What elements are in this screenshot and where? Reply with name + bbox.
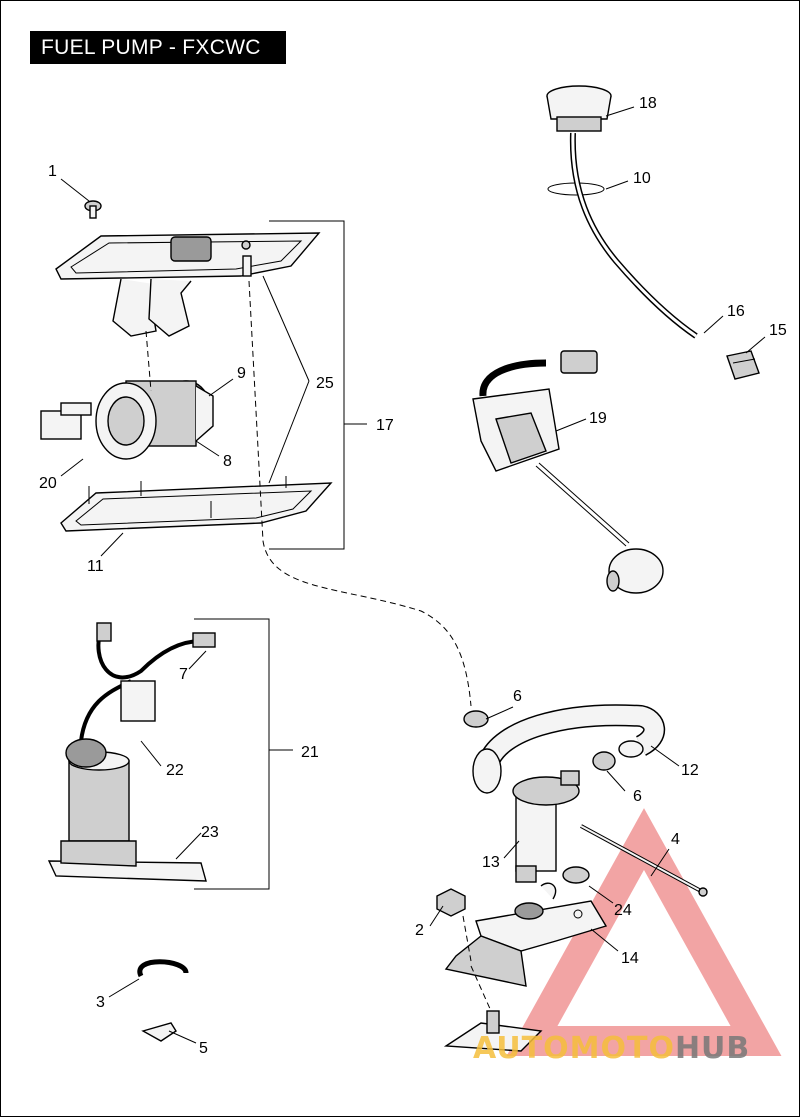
callout-12: 12: [681, 762, 699, 779]
callout-18: 18: [639, 95, 657, 112]
callout-15: 15: [769, 322, 787, 339]
callout-24: 24: [614, 902, 632, 919]
dashed-line-bracket: [145, 330, 152, 392]
callout-25: 25: [316, 375, 334, 392]
callout-6-lower: 6: [633, 788, 642, 805]
part-cap-18: [546, 85, 612, 132]
callout-5: 5: [199, 1040, 208, 1057]
bracket-21: [194, 618, 293, 890]
part-clamp-6a: [463, 710, 489, 728]
part-bracket-legs: [112, 278, 192, 337]
part-band-3: [137, 959, 189, 978]
part-grommet-24: [562, 866, 590, 884]
dashed-line-hose: [248, 280, 472, 707]
part-pump-module-21: [47, 622, 216, 882]
leader-25: [262, 275, 310, 484]
callout-8: 8: [223, 453, 232, 470]
part-sender-19: [472, 350, 664, 594]
callout-2: 2: [415, 922, 424, 939]
callout-labels: 1 2 3 4 5 6 6 7 8 9 10 11 12 13 14 15 16…: [39, 95, 787, 1057]
part-top-plate: [55, 232, 321, 280]
callout-22: 22: [166, 762, 184, 779]
callout-19: 19: [589, 410, 607, 427]
callout-17: 17: [376, 417, 394, 434]
callout-16: 16: [727, 303, 745, 320]
part-filter-13: [512, 770, 580, 883]
callout-10: 10: [633, 170, 651, 187]
leader-lines: [60, 106, 766, 1044]
bracket-17: [269, 220, 367, 550]
callout-3: 3: [96, 994, 105, 1011]
callout-9: 9: [237, 365, 246, 382]
watermark-text: AUTOMOTOHUB: [473, 1031, 793, 1071]
part-pump-assembly: [40, 380, 214, 460]
callout-1: 1: [48, 163, 57, 180]
part-harness-16: [569, 132, 698, 339]
callout-11: 11: [87, 558, 104, 575]
part-nut-2: [436, 888, 466, 917]
callout-7: 7: [179, 666, 188, 683]
part-clamp-6b: [592, 751, 616, 771]
callout-6-upper: 6: [513, 688, 522, 705]
part-bottom-plate: [443, 965, 543, 1052]
callout-20: 20: [39, 475, 57, 492]
part-clip-5: [141, 1022, 177, 1042]
callout-4: 4: [671, 831, 680, 848]
part-connector-15: [726, 350, 760, 380]
part-bracket-14: [444, 882, 608, 987]
part-screw-1: [84, 200, 102, 219]
callout-14: 14: [621, 950, 639, 967]
watermark-text-part2: HUB: [674, 1031, 751, 1066]
callout-13: 13: [482, 854, 500, 871]
callout-23: 23: [201, 824, 219, 841]
watermark-text-part1: AUTOMOTO: [473, 1031, 675, 1066]
callout-21: 21: [301, 744, 319, 761]
part-lower-plate-11: [60, 476, 333, 532]
diagram-title: FUEL PUMP - FXCWC: [30, 31, 286, 64]
watermark-triangle: [506, 808, 782, 1056]
